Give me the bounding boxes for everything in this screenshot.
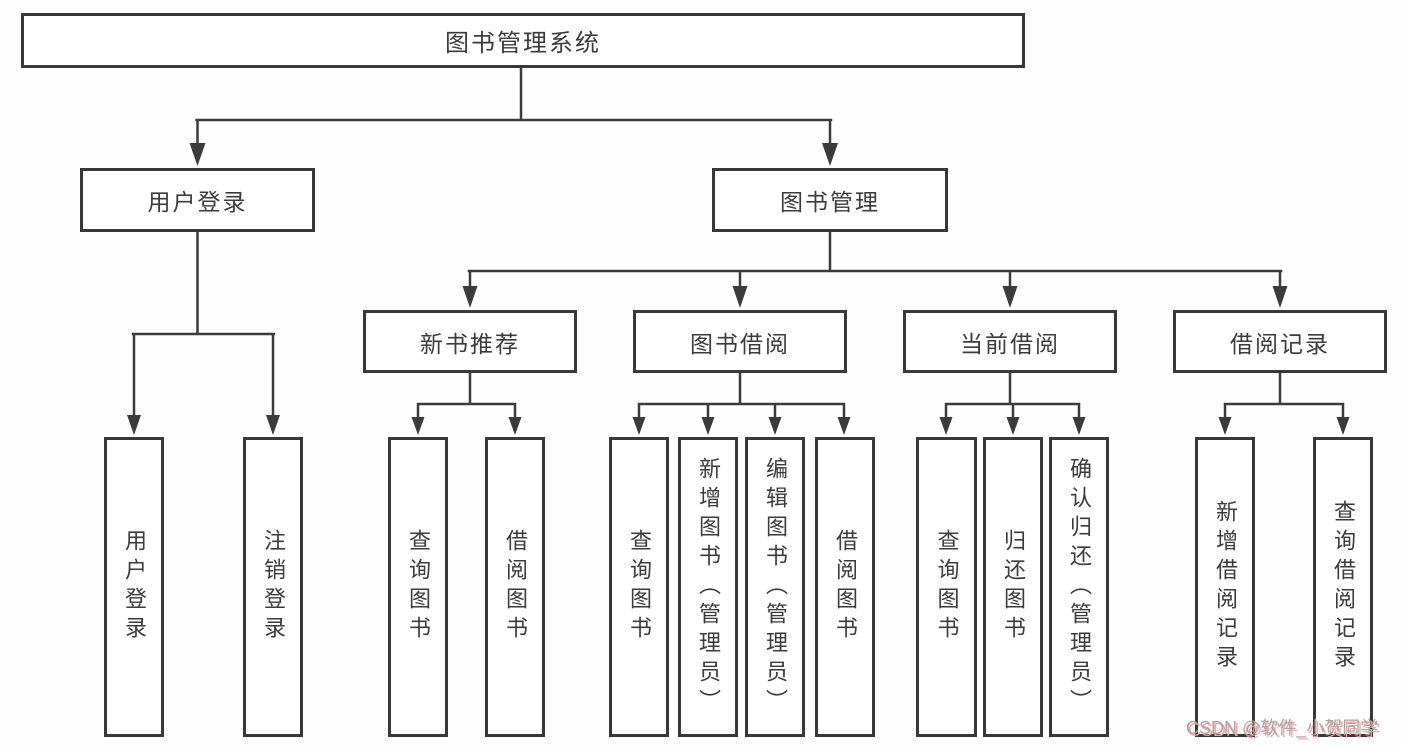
leaf-query-books-borrowing-label: 查询图书 xyxy=(627,529,652,645)
leaf-borrow-books-label: 借阅图书 xyxy=(833,529,858,645)
arrowhead xyxy=(1336,417,1350,435)
arrowhead xyxy=(939,417,953,435)
arrowhead xyxy=(508,417,522,435)
leaf-logout-label: 注销登录 xyxy=(261,529,286,645)
leaf-confirm-return-admin: 确认归还（管理员） xyxy=(1049,437,1109,737)
csdn-watermark: CSDN @软件_小贺同学 xyxy=(1186,718,1379,738)
connector-book-management-children xyxy=(467,230,1283,292)
arrowhead xyxy=(1072,417,1086,435)
leaf-borrow-books: 借阅图书 xyxy=(815,437,875,737)
node-new-book-recommendation-label: 新书推荐 xyxy=(420,330,520,357)
leaf-user-login: 用户登录 xyxy=(104,437,164,737)
node-book-management-label: 图书管理 xyxy=(780,189,880,215)
arrowhead xyxy=(837,417,851,435)
arrowhead xyxy=(768,417,782,435)
leaf-query-books-borrowing: 查询图书 xyxy=(609,437,669,737)
connector-root-to-level2 xyxy=(195,66,833,149)
leaf-query-borrow-record-label: 查询借阅记录 xyxy=(1331,500,1356,674)
leaf-logout: 注销登录 xyxy=(243,437,303,737)
node-borrowing-records: 借阅记录 xyxy=(1173,310,1387,373)
leaf-edit-books-admin-label: 编辑图书（管理员） xyxy=(763,456,788,718)
arrowhead xyxy=(822,143,838,166)
leaf-query-books-current-label: 查询图书 xyxy=(934,529,960,645)
leaf-return-books: 归还图书 xyxy=(983,437,1043,737)
node-user-login: 用户登录 xyxy=(80,168,315,232)
node-book-borrowing-label: 图书借阅 xyxy=(690,330,790,357)
node-current-borrowing: 当前借阅 xyxy=(903,310,1117,373)
node-new-book-recommendation: 新书推荐 xyxy=(363,310,577,373)
leaf-query-books-recommend-label: 查询图书 xyxy=(406,529,431,645)
leaf-add-borrow-record: 新增借阅记录 xyxy=(1195,437,1255,737)
node-root: 图书管理系统 xyxy=(21,13,1025,68)
leaf-add-borrow-record-label: 新增借阅记录 xyxy=(1213,500,1238,674)
leaf-query-books-current: 查询图书 xyxy=(916,437,977,737)
connector-new-book-recommendation-children xyxy=(416,371,517,422)
node-book-management: 图书管理 xyxy=(712,168,948,232)
connector-book-borrowing-children xyxy=(637,371,846,422)
node-book-borrowing: 图书借阅 xyxy=(633,310,847,373)
arrowhead xyxy=(632,417,646,435)
leaf-add-books-admin-label: 新增图书（管理员） xyxy=(696,456,721,718)
arrowhead xyxy=(1002,286,1018,308)
arrowhead xyxy=(1006,417,1020,435)
connector-user-login-children xyxy=(131,230,276,420)
leaf-borrow-books-recommend-label: 借阅图书 xyxy=(503,529,528,645)
leaf-query-books-recommend: 查询图书 xyxy=(388,437,448,737)
arrowhead xyxy=(266,415,280,435)
node-borrowing-records-label: 借阅记录 xyxy=(1230,330,1330,357)
arrowhead xyxy=(732,286,748,308)
leaf-edit-books-admin: 编辑图书（管理员） xyxy=(745,437,805,737)
node-current-borrowing-label: 当前借阅 xyxy=(960,330,1060,357)
node-user-login-label: 用户登录 xyxy=(147,189,248,215)
arrowhead xyxy=(189,143,206,166)
arrowhead xyxy=(1218,417,1232,435)
connector-borrowing-records-children xyxy=(1223,371,1345,422)
arrowhead xyxy=(1272,286,1288,308)
leaf-return-books-label: 归还图书 xyxy=(1001,529,1026,645)
leaf-user-login-label: 用户登录 xyxy=(122,529,147,645)
leaf-confirm-return-admin-label: 确认归还（管理员） xyxy=(1067,456,1092,718)
arrowhead xyxy=(701,417,715,435)
arrowhead xyxy=(127,415,141,435)
leaf-query-borrow-record: 查询借阅记录 xyxy=(1313,437,1373,737)
leaf-borrow-books-recommend: 借阅图书 xyxy=(485,437,545,737)
arrowhead xyxy=(411,417,425,435)
node-root-label: 图书管理系统 xyxy=(445,30,601,57)
leaf-add-books-admin: 新增图书（管理员） xyxy=(678,437,738,737)
arrowhead xyxy=(462,286,478,308)
arrowheads xyxy=(127,143,1350,435)
connector-current-borrowing-children xyxy=(944,371,1081,422)
